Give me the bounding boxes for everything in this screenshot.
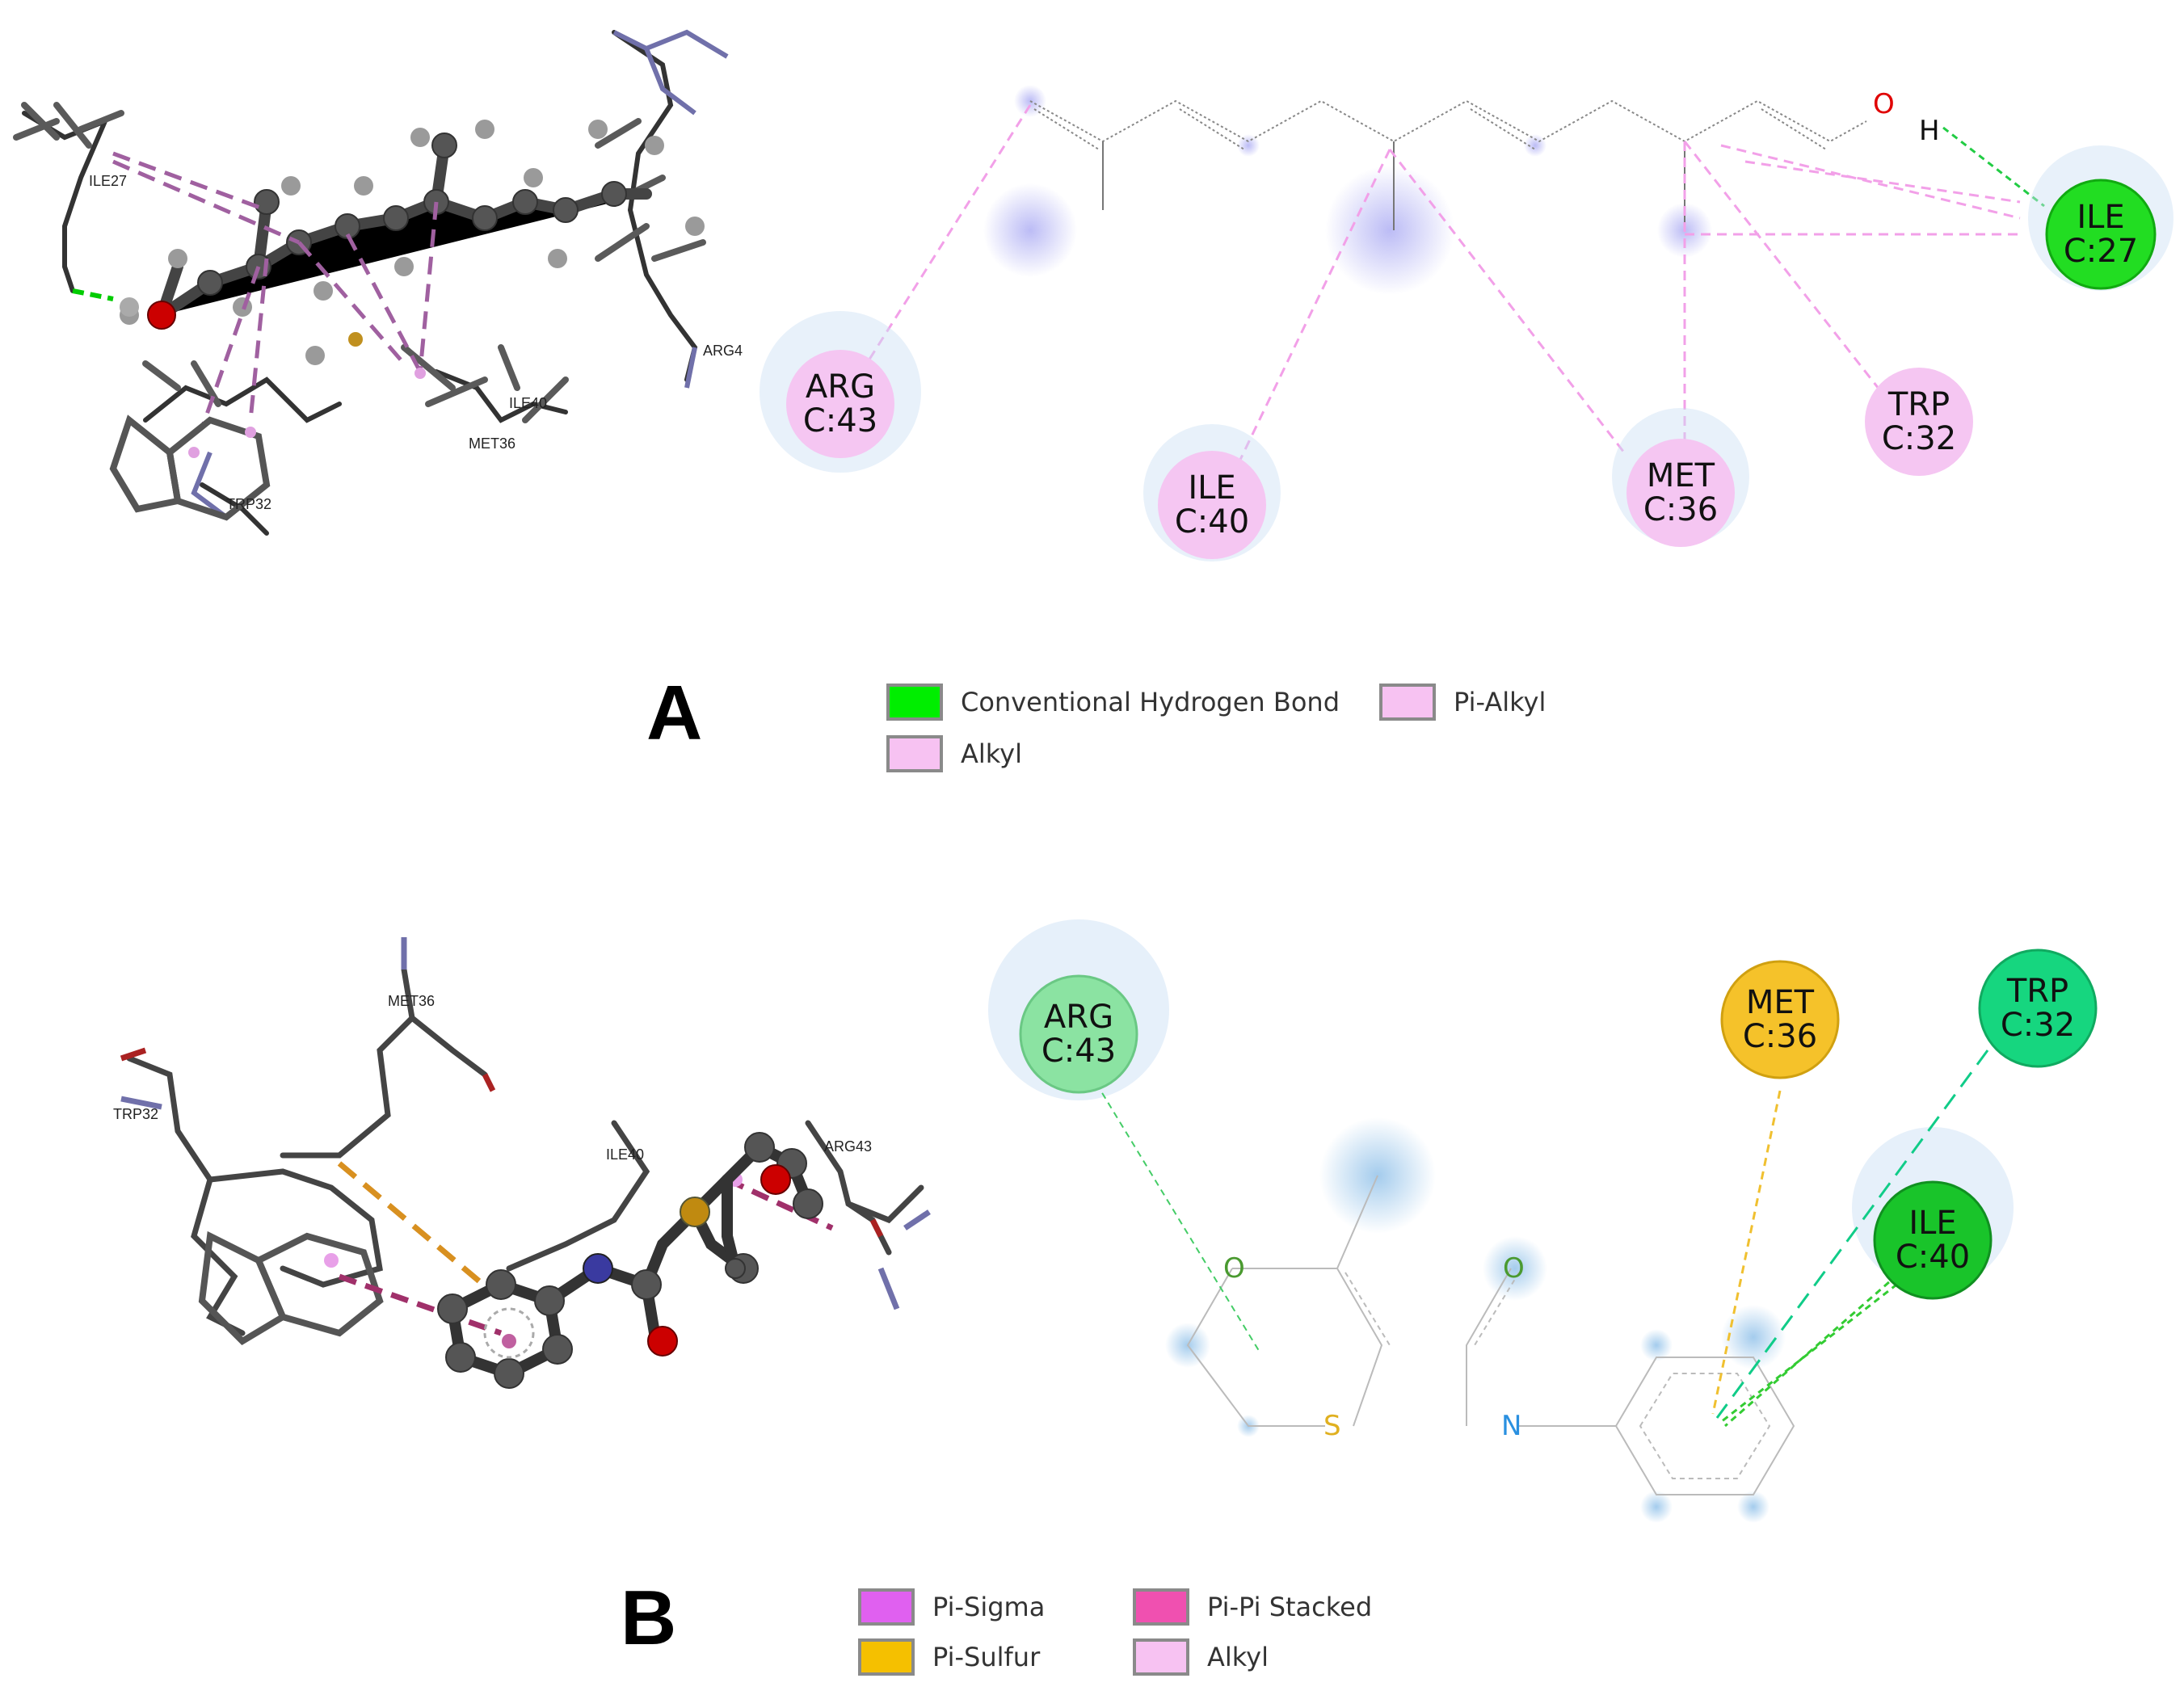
residue-number: C:27 <box>2063 233 2139 270</box>
atom-sulfur-b: S <box>1323 1410 1341 1442</box>
residue-met36-b <box>1720 960 1840 1079</box>
legend-swatch <box>1379 684 1436 721</box>
residue-trp32-a <box>1865 368 1973 476</box>
legend-swatch <box>1133 1588 1189 1626</box>
residue-name: TRP <box>2006 973 2069 1010</box>
panel-a-2d-diagram <box>760 85 2173 562</box>
legend-label: Alkyl <box>961 738 1022 769</box>
legend-swatch <box>858 1588 915 1626</box>
residue-met36-a <box>1626 439 1735 547</box>
label-ile27: ILE27 <box>89 173 127 189</box>
legend-label: Alkyl <box>1207 1642 1269 1672</box>
residue-number: C:43 <box>802 402 878 440</box>
residue-name: TRP <box>1887 386 1950 423</box>
legend-item-pi-alkyl: Pi-Alkyl <box>1379 680 1546 724</box>
residue-name: ARG <box>1043 999 1114 1036</box>
residue-arg43-b <box>1019 974 1138 1094</box>
panel-a-3d-model: ILE27 ARG4 ILE40 MET36 TRP32 <box>13 29 743 536</box>
label-trp32: TRP32 <box>226 496 271 512</box>
residue-ile40-a <box>1158 451 1266 559</box>
label-met36: MET36 <box>388 993 435 1009</box>
legend-swatch <box>1133 1638 1189 1676</box>
residue-ile40-b <box>1873 1180 1993 1300</box>
hydrophobic-glow <box>1524 134 1546 157</box>
legend-item-pi-sigma: Pi-Sigma <box>858 1585 1045 1629</box>
residue-number: C:32 <box>2000 1007 2076 1044</box>
residue-name: ARG <box>805 368 876 406</box>
residue-number: C:32 <box>1881 420 1957 457</box>
residue-trp32-b-label: TRP C:32 <box>1980 950 2096 1066</box>
legend-label: Pi-Pi Stacked <box>1207 1592 1373 1622</box>
label-ile40: ILE40 <box>606 1146 644 1163</box>
label-trp32: TRP32 <box>113 1106 158 1122</box>
atom-oxygen-ring-b: O <box>1223 1252 1245 1285</box>
legend-item-conventional-hydrogen-bond: Conventional Hydrogen Bond <box>886 680 1340 724</box>
legend-label: Pi-Sigma <box>932 1592 1046 1622</box>
atom-oxygen-carbonyl-b: O <box>1503 1252 1525 1285</box>
legend-swatch <box>886 735 943 772</box>
panel-a-letter: A <box>646 670 703 756</box>
residue-arg43-a-label: ARG C:43 <box>786 350 894 458</box>
label-met36: MET36 <box>469 435 515 452</box>
panel-b-letter: B <box>621 1575 677 1661</box>
legend-label: Pi-Alkyl <box>1454 687 1546 717</box>
label-arg4: ARG4 <box>703 343 743 359</box>
residue-name: ILE <box>1908 1205 1957 1242</box>
residue-ile40-a-label: ILE C:40 <box>1158 451 1266 559</box>
residue-name: MET <box>1745 984 1815 1021</box>
legend-label: Conventional Hydrogen Bond <box>961 687 1340 717</box>
panel-b-2d-diagram <box>988 919 2098 1523</box>
legend-label: Pi-Sulfur <box>932 1642 1041 1672</box>
panel-b-3d-model: MET36 TRP32 ILE40 ARG43 <box>113 937 931 1389</box>
residue-number: C:40 <box>1174 503 1250 541</box>
residue-trp32-a-label: TRP C:32 <box>1865 368 1973 476</box>
residue-number: C:43 <box>1041 1033 1117 1070</box>
atom-oxygen-a: O <box>1873 88 1895 120</box>
legend-swatch <box>858 1638 915 1676</box>
residue-number: C:36 <box>1643 491 1719 528</box>
residue-ile27-a <box>2045 179 2157 290</box>
residue-name: MET <box>1646 457 1715 494</box>
residue-arg43-b-label: ARG C:43 <box>1020 976 1137 1092</box>
legend-item-pi-sulfur: Pi-Sulfur <box>858 1635 1040 1679</box>
residue-ile27-a-label: ILE C:27 <box>2047 180 2155 288</box>
residue-number: C:36 <box>1742 1018 1818 1055</box>
atom-hydrogen-a: H <box>1919 115 1940 147</box>
residue-met36-a-label: MET C:36 <box>1626 439 1735 547</box>
label-arg43: ARG43 <box>824 1138 872 1155</box>
residue-number: C:40 <box>1895 1239 1971 1276</box>
residue-trp32-b <box>1978 949 2098 1068</box>
hydrophobic-glow <box>1325 166 1454 295</box>
residue-name: ILE <box>1188 469 1236 507</box>
legend-swatch <box>886 684 943 721</box>
hydrophobic-glow <box>983 183 1077 277</box>
residue-met36-b-label: MET C:36 <box>1722 961 1838 1078</box>
legend-item-alkyl: Alkyl <box>886 732 1022 776</box>
atom-nitrogen-b: N <box>1501 1410 1522 1442</box>
legend-item-alkyl-b: Alkyl <box>1133 1635 1269 1679</box>
residue-ile40-b-label: ILE C:40 <box>1875 1182 1991 1298</box>
legend-item-pi-pi-stacked: Pi-Pi Stacked <box>1133 1585 1372 1629</box>
residue-arg43-a <box>786 350 894 458</box>
label-ile40: ILE40 <box>509 395 547 411</box>
hydrophobic-glow <box>1237 134 1260 157</box>
residue-name: ILE <box>2077 199 2125 236</box>
